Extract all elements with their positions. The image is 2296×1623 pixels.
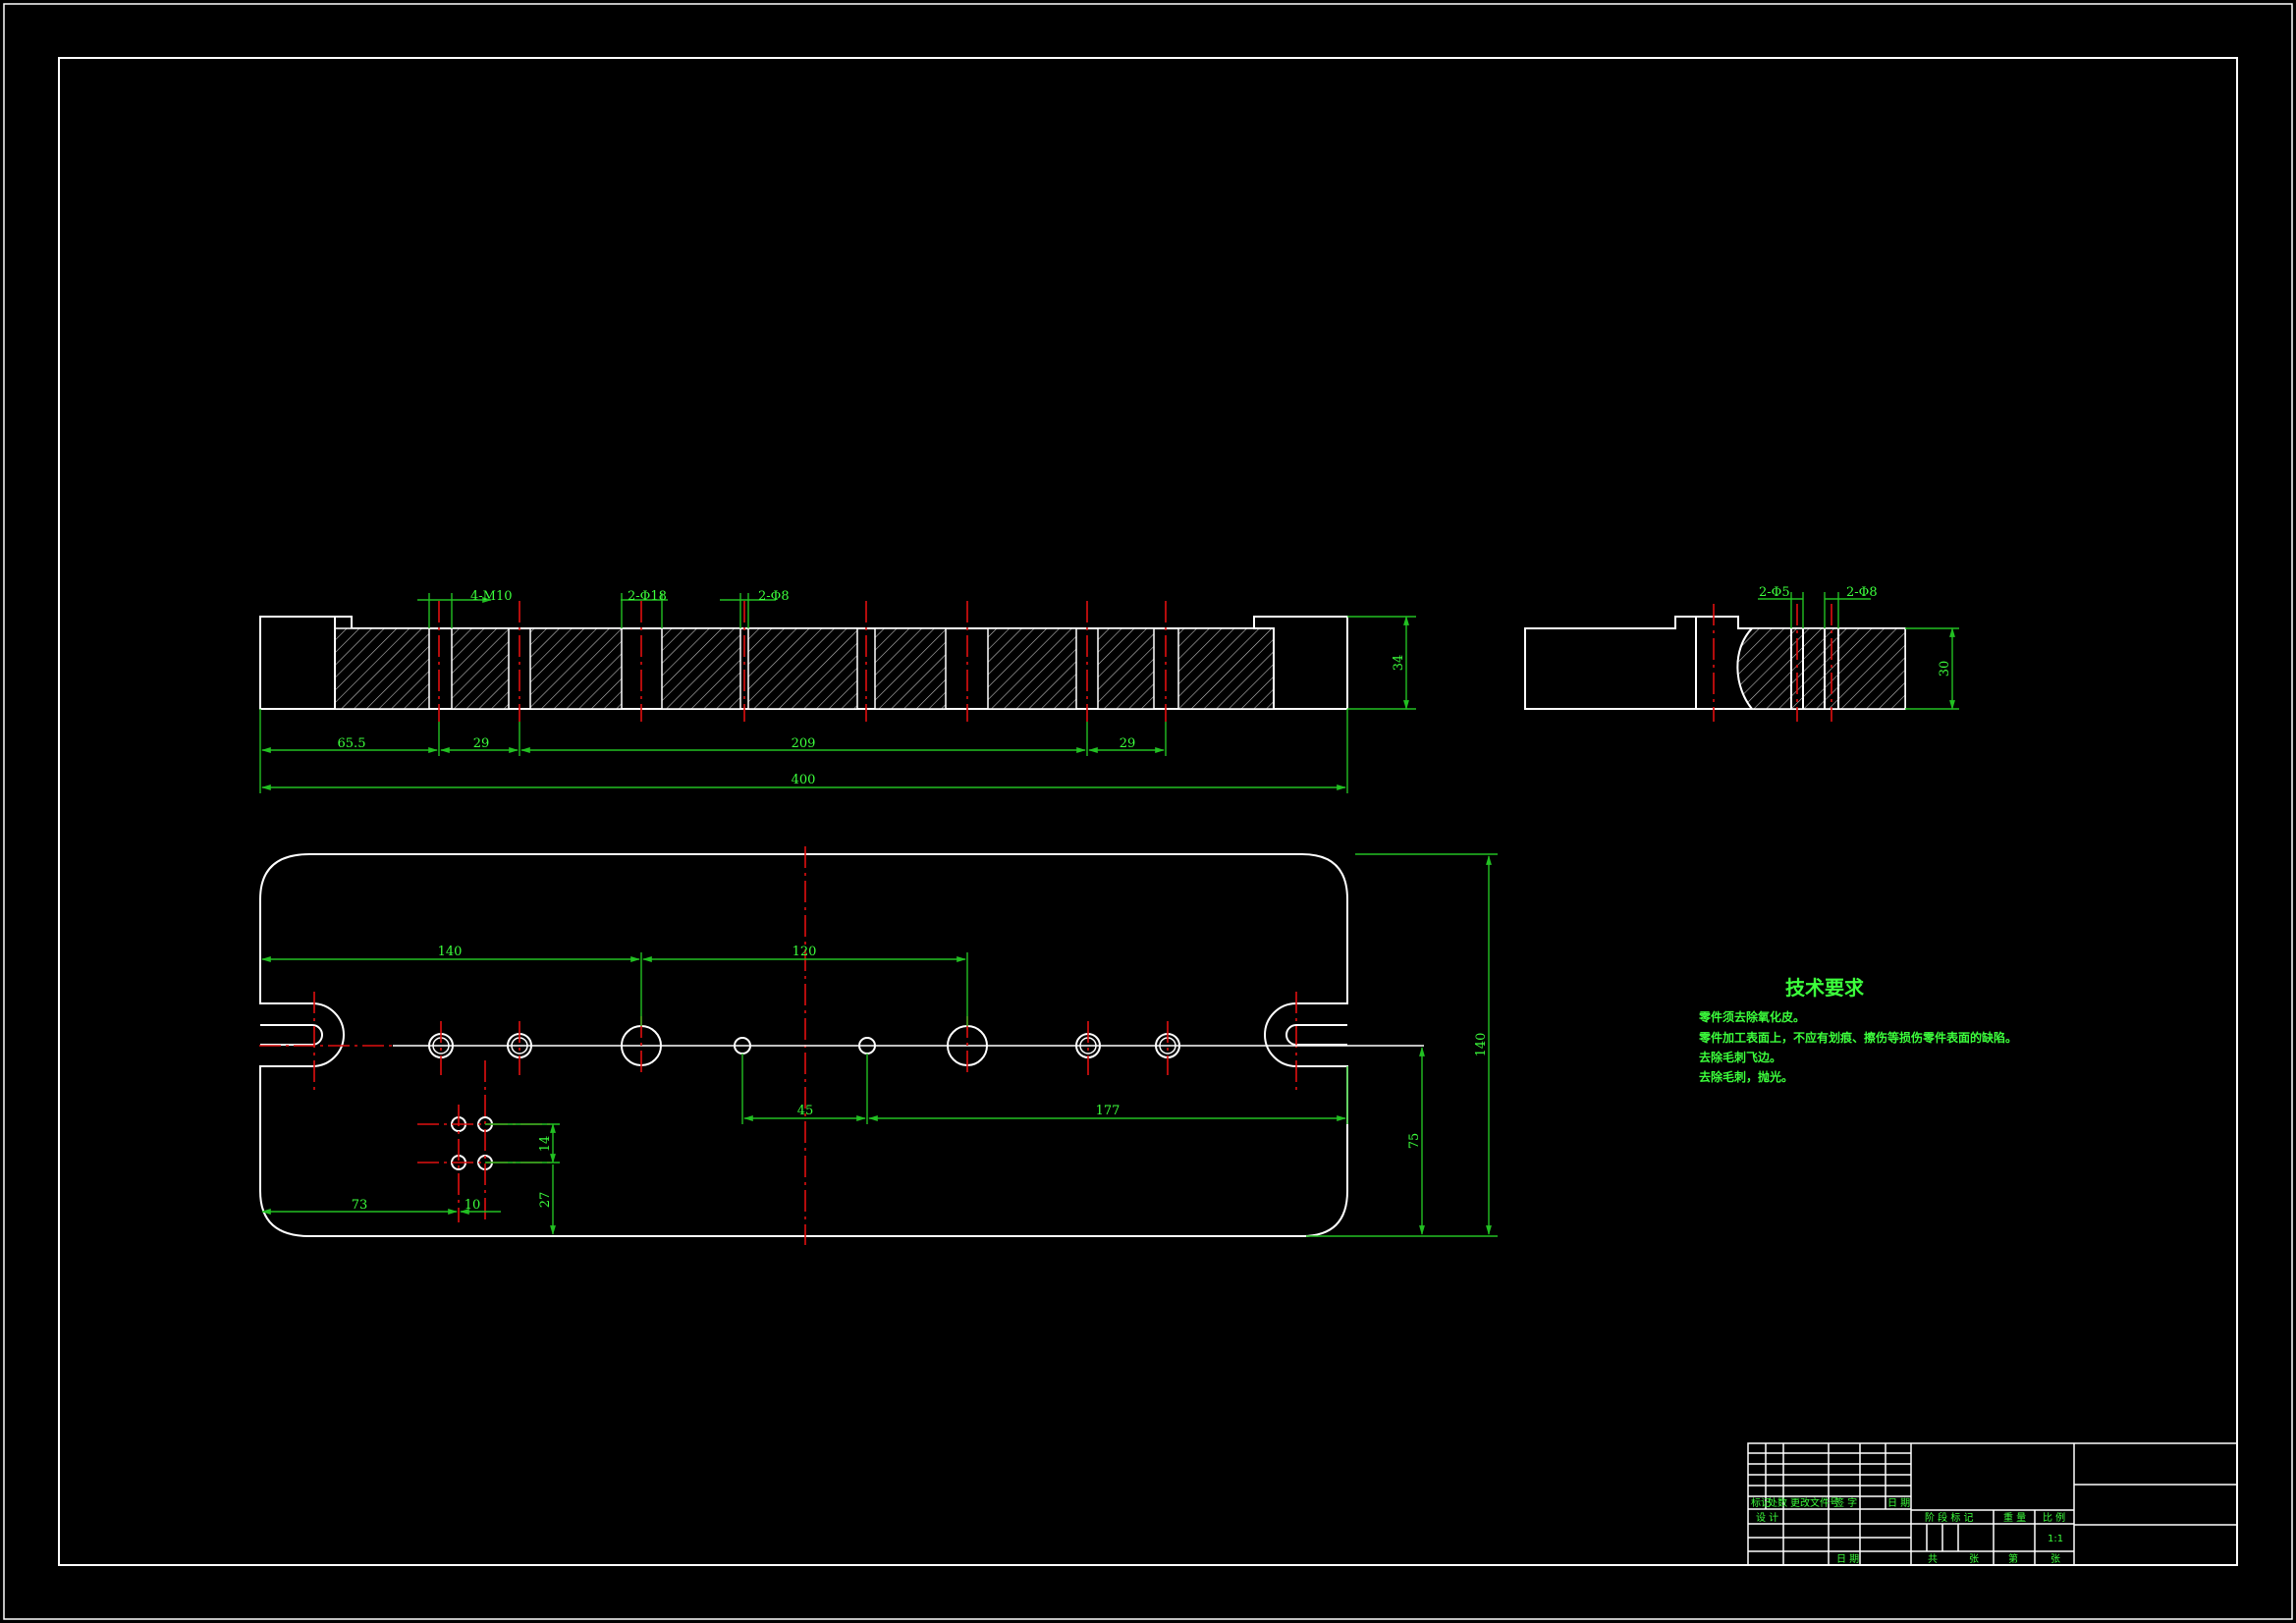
title-block: 标记 处数 更改文件号 签 字 日 期 设 计 日 期 阶 段 标 记 重 量 … [1747,1442,2238,1566]
tech-requirements-title: 技术要求 [1785,976,1865,1000]
outer-border [3,3,2293,1620]
dim-140-vertical: 140 [1474,1033,1489,1057]
tb-design: 设 计 [1756,1511,1778,1524]
dim-120: 120 [793,945,817,959]
dim-177: 177 [1096,1104,1121,1118]
callout-4-m10: 4-M10 [470,589,513,604]
tech-line-2: 零件加工表面上，不应有划痕、擦伤等损伤零件表面的缺陷。 [1698,1030,2017,1045]
dim-73: 73 [352,1198,368,1213]
dim-side-height: 30 [1938,661,1952,677]
tb-count: 处数 [1768,1496,1787,1509]
dim-front-height: 34 [1392,655,1406,672]
tb-scale: 比 例 [2043,1511,2065,1524]
dim-75: 75 [1407,1133,1422,1150]
callout-2-d8: 2-Φ8 [758,589,790,604]
tech-requirements: 技术要求 零件须去除氧化皮。 零件加工表面上，不应有划痕、擦伤等损伤零件表面的缺… [1698,976,2017,1084]
tb-mark: 标记 [1751,1497,1771,1509]
inner-border [58,57,2238,1566]
tb-sheet-no: 第 [2008,1552,2018,1565]
side-section-view: 2-Φ5 2-Φ8 30 [1524,585,1959,722]
tb-sign: 签 字 [1834,1496,1857,1509]
dim-65-5: 65.5 [338,736,366,751]
tb-date-bottom: 日 期 [1836,1553,1859,1565]
dim-209: 209 [792,736,816,751]
dim-14: 14 [538,1136,553,1153]
tb-scale-value: 1:1 [2048,1534,2063,1544]
callout-side-2-d8: 2-Φ8 [1846,585,1878,600]
dim-overall-400: 400 [792,773,816,787]
dim-45: 45 [797,1104,814,1118]
dim-10: 10 [465,1198,481,1213]
front-section-view: 4-M10 2-Φ18 2-Φ8 34 65.5 29 209 29 400 [259,589,1416,793]
plan-view: 140 120 45 177 73 10 14 27 75 140 [259,846,1498,1245]
tb-stage: 阶 段 标 记 [1925,1511,1974,1524]
dim-29-left: 29 [473,736,490,751]
tb-total: 共 [1928,1553,1938,1565]
tb-weight: 重 量 [2003,1511,2026,1524]
tb-sheet: 张 [2050,1553,2060,1565]
tech-line-3: 去除毛刺飞边。 [1699,1050,1781,1064]
dim-27: 27 [538,1192,553,1209]
tb-sheets: 张 [1969,1553,1979,1565]
tb-change-doc: 更改文件号 [1790,1496,1839,1509]
tech-line-1: 零件须去除氧化皮。 [1698,1009,1805,1024]
callout-2-d18: 2-Φ18 [628,589,667,604]
dim-140: 140 [438,945,463,959]
tech-line-4: 去除毛刺，抛光。 [1699,1069,1793,1084]
tb-date: 日 期 [1887,1497,1910,1509]
dim-29-right: 29 [1120,736,1136,751]
callout-2-d5: 2-Φ5 [1759,585,1790,600]
